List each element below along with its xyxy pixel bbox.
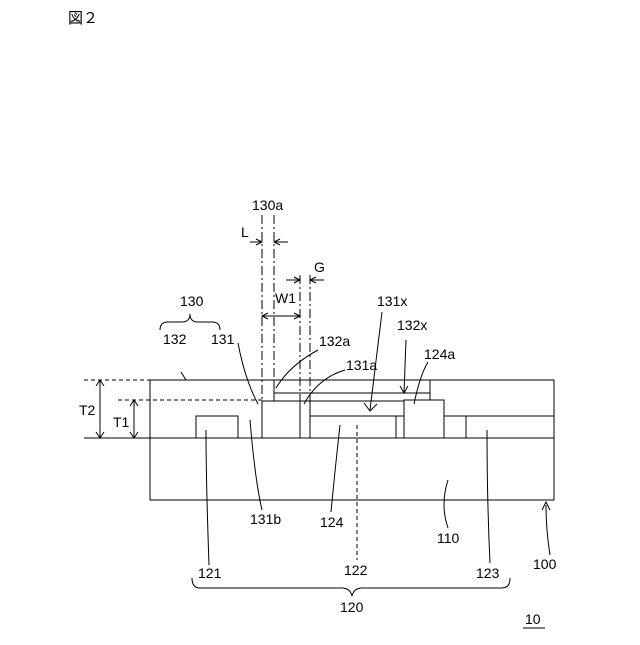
leader-131b [250, 420, 262, 510]
layer-110-substrate [150, 438, 554, 500]
leader-132x [404, 340, 406, 393]
figure-title: 図２ [68, 10, 98, 27]
label-120: 120 [340, 599, 364, 615]
leader-131 [238, 343, 258, 404]
layer-131-thin [300, 400, 404, 416]
label-131a: 131a [346, 357, 377, 373]
leader-124a [414, 362, 428, 404]
leader-132 [181, 372, 186, 380]
electrode-123 [466, 416, 554, 438]
block-131-left [262, 401, 300, 438]
label-122: 122 [344, 562, 368, 578]
label-132x: 132x [397, 317, 427, 333]
leader-132a [276, 350, 318, 388]
layer-132-left [150, 380, 274, 438]
block-131-right [404, 400, 444, 438]
leader-121 [206, 430, 209, 565]
layer-132-right [430, 380, 554, 438]
brace-120 [192, 578, 510, 596]
label-121: 121 [198, 565, 222, 581]
label-131: 131 [211, 331, 235, 347]
label-W1: W1 [275, 290, 296, 306]
label-130: 130 [180, 293, 204, 309]
label-130a: 130a [252, 197, 283, 213]
brace-130 [160, 314, 220, 330]
leader-123 [487, 430, 490, 563]
label-T2: T2 [79, 402, 96, 418]
leader-100 [546, 505, 550, 555]
label-131x: 131x [377, 293, 407, 309]
label-131b: 131b [250, 511, 281, 527]
label-T1: T1 [113, 414, 130, 430]
label-132a: 132a [319, 333, 350, 349]
label-G: G [314, 259, 325, 275]
leader-110 [444, 480, 448, 528]
label-124a: 124a [424, 346, 455, 362]
electrode-121 [196, 416, 238, 438]
label-10: 10 [525, 611, 541, 627]
label-110: 110 [437, 530, 460, 546]
electrode-124 [310, 416, 396, 438]
label-132: 132 [163, 331, 187, 347]
label-L: L [241, 224, 249, 240]
recess-outline [274, 380, 430, 393]
label-124: 124 [320, 514, 344, 530]
label-123: 123 [476, 565, 500, 581]
label-100: 100 [533, 556, 557, 572]
